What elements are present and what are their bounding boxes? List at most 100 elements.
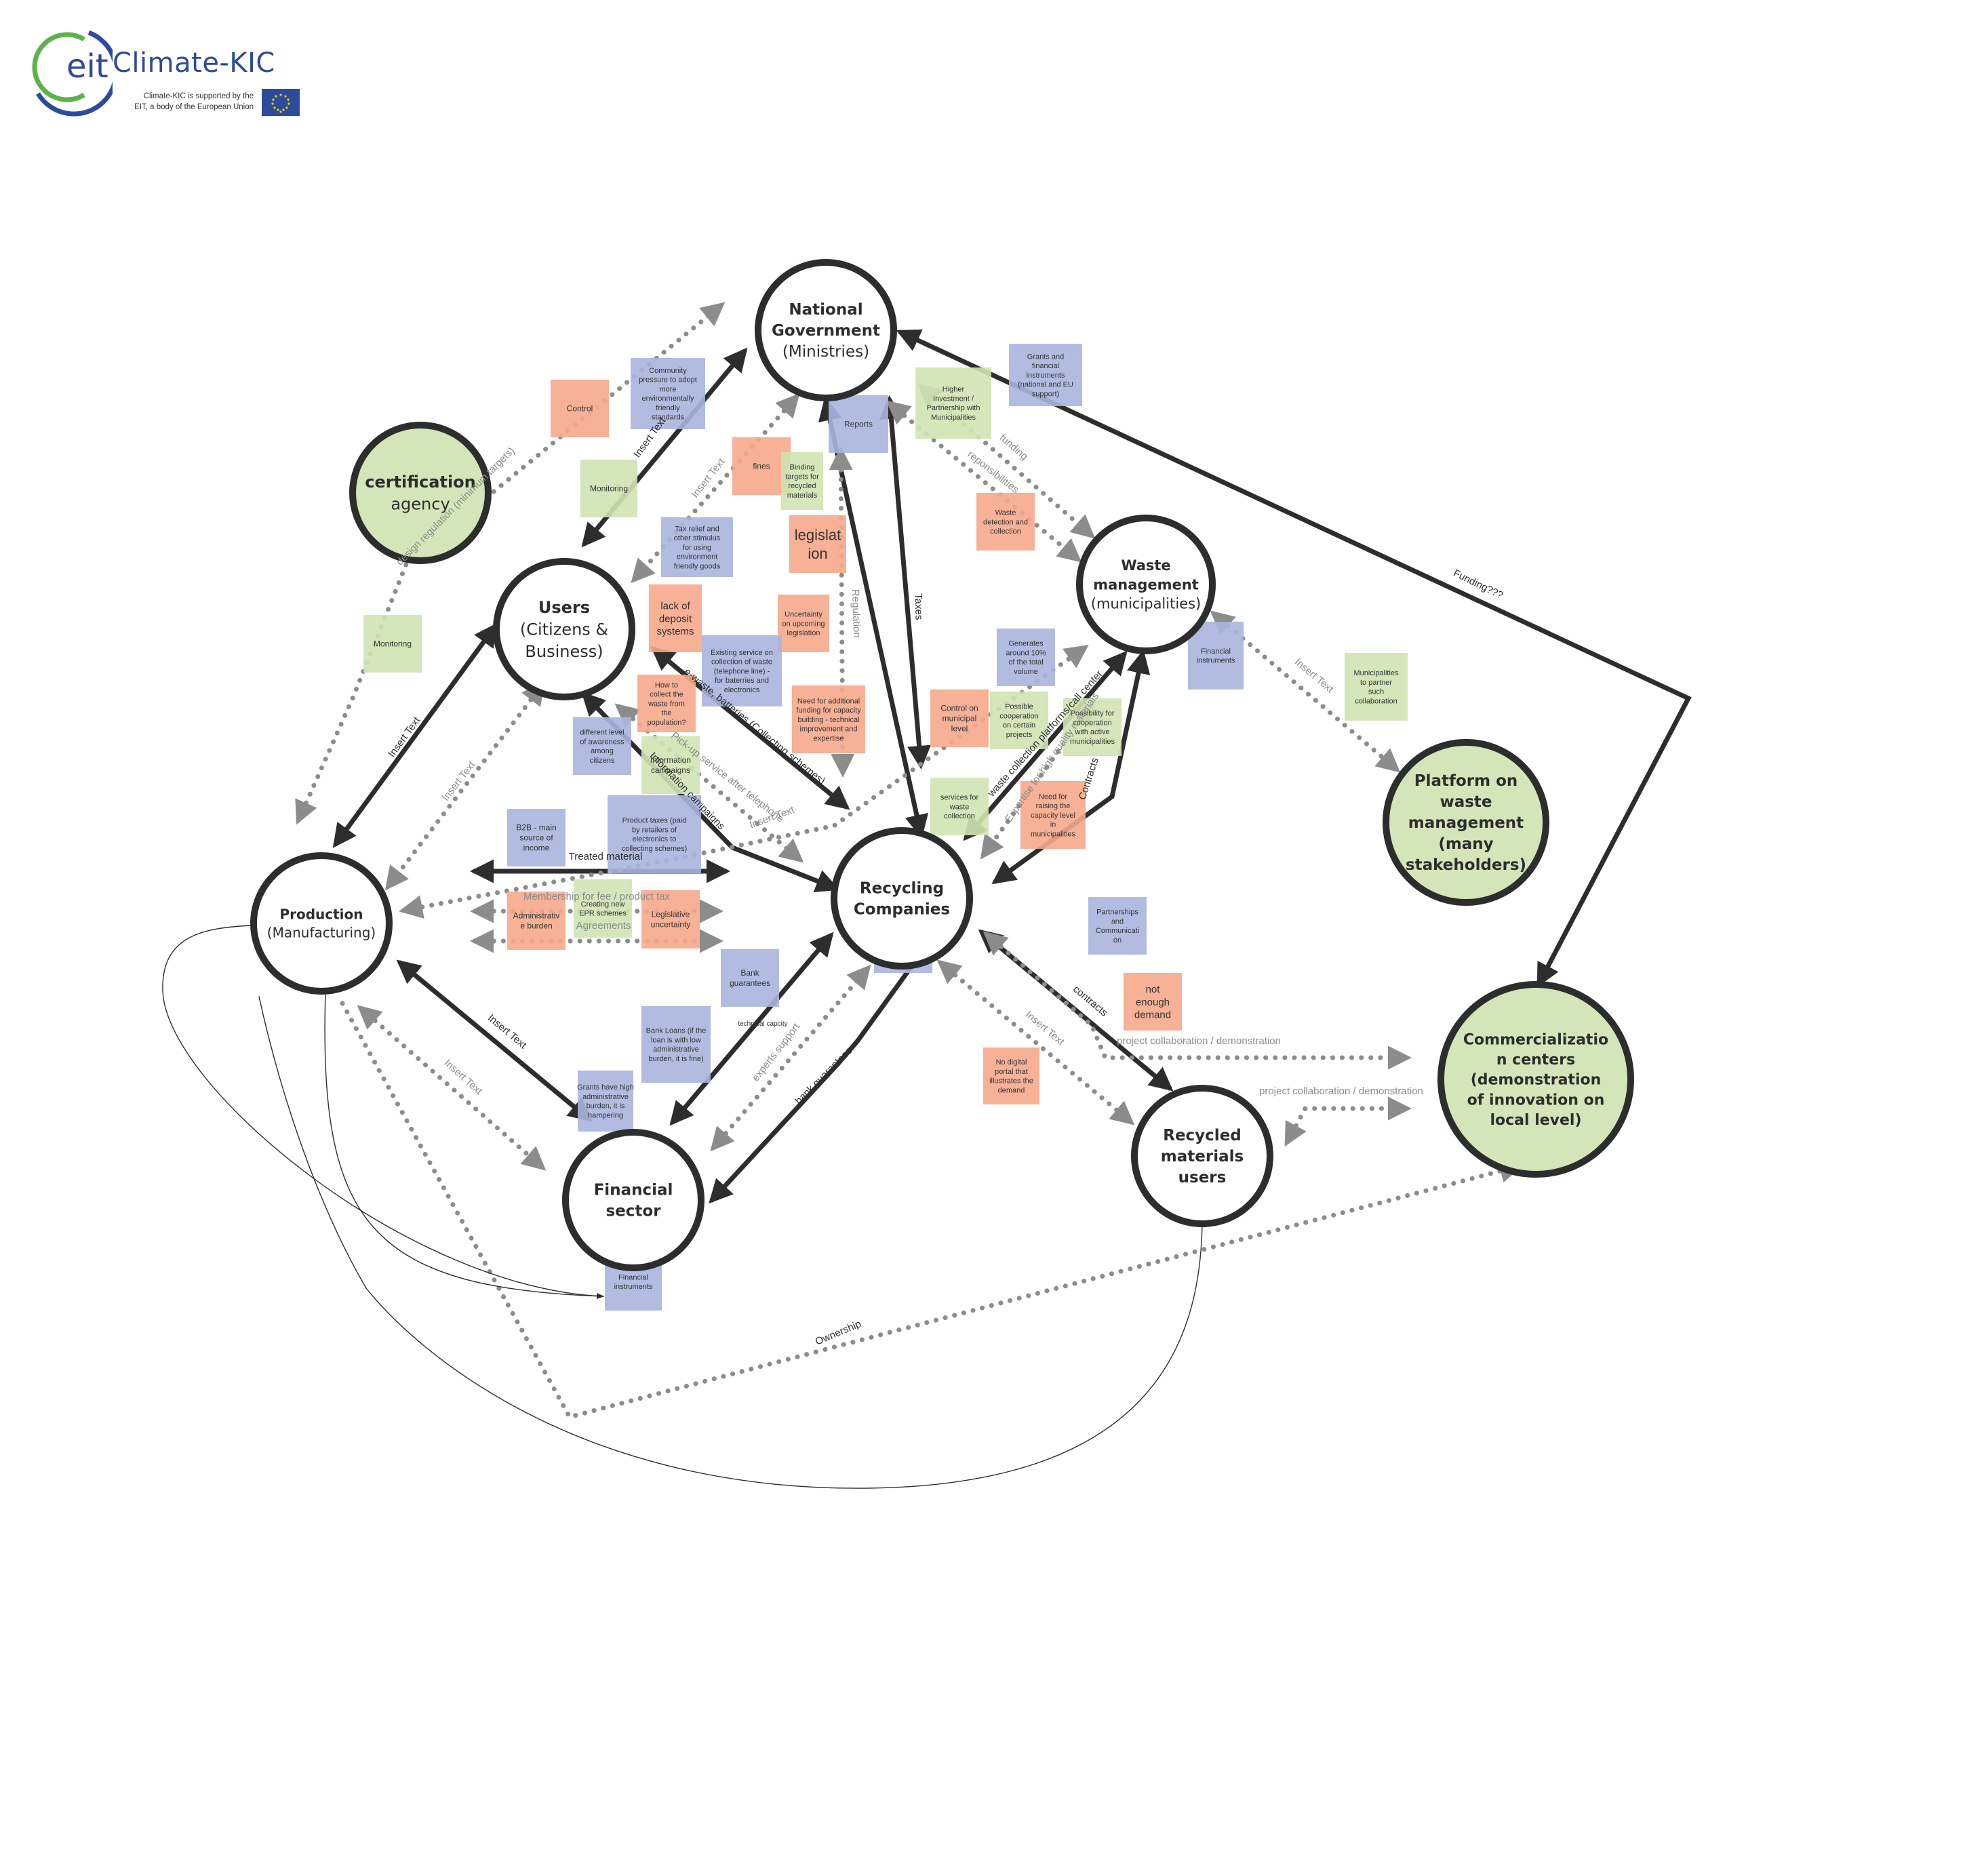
sticky-text: level — [951, 724, 968, 734]
sticky-text: administrative — [653, 1045, 699, 1054]
stakeholder-node-users[interactable]: Users(Citizens &Business) — [493, 558, 635, 700]
connection-label: Regulation — [850, 589, 862, 638]
sticky-note-orange[interactable]: Control — [551, 380, 609, 437]
node-label: (municipalities) — [1091, 596, 1201, 612]
sticky-note-blue[interactable]: Reports — [829, 395, 888, 453]
sticky-text: collect the — [650, 691, 683, 699]
sticky-text: illustrates the — [989, 1077, 1033, 1085]
sticky-text: pressure to adopt — [639, 376, 697, 384]
sticky-text: deposit — [659, 613, 692, 624]
sticky-text: Existing service on — [711, 649, 773, 657]
sticky-text: Financial — [1201, 647, 1231, 656]
connection-dotted — [340, 1001, 1524, 1420]
sticky-text: municipalities — [1031, 830, 1076, 838]
sticky-text: Uncertainty — [785, 611, 822, 619]
sticky-text: waste from — [648, 700, 685, 708]
sticky-text: and — [1111, 917, 1124, 925]
sticky-text: Tax relief and — [675, 525, 719, 533]
sticky-note-orange[interactable]: legislation — [789, 515, 846, 573]
sticky-text: instruments — [1197, 657, 1235, 665]
connection-label: Treated material — [569, 851, 643, 862]
climate-kic-logo: eit Climate-KIC Climate-KIC is supported… — [24, 19, 300, 121]
sticky-note-blue[interactable]: Grants andfinancialinstruments(national … — [1009, 344, 1082, 406]
sticky-text: financial — [1032, 362, 1059, 370]
sticky-text: instruments — [1027, 372, 1065, 380]
sticky-text: hampering — [588, 1111, 623, 1119]
annotation-text: technical capcity — [738, 1020, 787, 1028]
stakeholder-node-production[interactable]: Production(Manufacturing) — [250, 852, 393, 995]
connection-label: Ownership — [814, 1318, 863, 1348]
sticky-text: e burden — [520, 921, 552, 931]
sticky-text: different level — [580, 729, 624, 737]
connection-dotted — [295, 302, 726, 825]
sticky-text: guarantees — [730, 978, 770, 988]
sticky-note-orange[interactable]: fines — [732, 437, 791, 495]
sticky-text: of awareness — [580, 738, 624, 746]
connection-dotted — [710, 964, 871, 1152]
sticky-text: collection — [990, 527, 1021, 536]
connection-label: project collaboration / demonstration — [1117, 1035, 1281, 1047]
connection-label: Membership for fee / product tax — [523, 891, 670, 902]
connection-label: Insert Text — [1292, 656, 1336, 696]
node-label: Users — [538, 598, 590, 617]
node-label: National — [789, 301, 862, 319]
sticky-note-green[interactable]: Monitoring — [580, 460, 637, 517]
sticky-text: Possible — [1005, 703, 1033, 711]
sticky-text: such — [1368, 688, 1384, 696]
node-label: of innovation on — [1467, 1092, 1605, 1109]
node-label: Waste — [1121, 557, 1170, 574]
sticky-text: population? — [648, 719, 686, 727]
sticky-text: Product taxes (paid — [622, 817, 687, 825]
sticky-text: Creating new — [581, 900, 625, 909]
sticky-text: loan is with low — [651, 1036, 701, 1044]
sticky-text: projects — [1006, 731, 1033, 739]
sticky-text: improvement and — [800, 725, 858, 734]
sticky-text: Municipalities — [931, 414, 976, 422]
sticky-text: legislat — [795, 526, 841, 543]
sticky-note-green[interactable]: Monitoring — [363, 615, 422, 673]
node-label: users — [1178, 1169, 1227, 1186]
stakeholder-node-platform[interactable]: Platform onwastemanagement(manystakehold… — [1383, 739, 1549, 906]
sticky-text: How to — [655, 681, 678, 690]
connection-dotted — [631, 393, 800, 584]
